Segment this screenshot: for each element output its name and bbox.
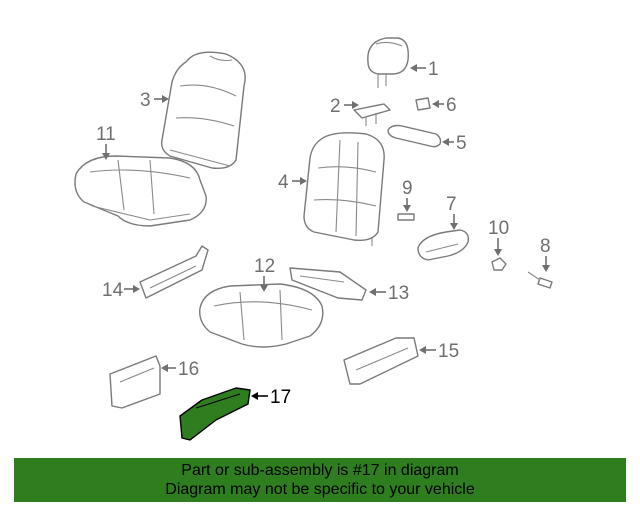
callout-12: 12 bbox=[254, 256, 275, 292]
part-5-trim[interactable] bbox=[387, 124, 442, 148]
callout-label-15: 15 bbox=[438, 341, 459, 362]
part-12-cushion-pad[interactable] bbox=[199, 283, 324, 348]
part-16-inner-cover[interactable] bbox=[109, 355, 161, 409]
callout-4: 4 bbox=[278, 172, 307, 193]
callout-label-17: 17 bbox=[270, 387, 291, 408]
callout-14: 14 bbox=[102, 280, 140, 301]
callout-label-10: 10 bbox=[488, 218, 509, 239]
part-13-bracket[interactable] bbox=[289, 267, 367, 301]
banner-line-1: Part or sub-assembly is #17 in diagram bbox=[181, 462, 459, 479]
callout-17: 17 bbox=[251, 387, 291, 408]
callout-label-7: 7 bbox=[446, 194, 457, 215]
callout-13: 13 bbox=[369, 283, 409, 304]
callout-15: 15 bbox=[419, 341, 459, 362]
callout-label-4: 4 bbox=[278, 172, 289, 193]
callout-2: 2 bbox=[330, 96, 359, 117]
callout-label-9: 9 bbox=[402, 178, 413, 199]
callout-label-16: 16 bbox=[178, 359, 199, 380]
part-6-clip[interactable] bbox=[415, 97, 431, 111]
part-2-headrest-guide[interactable] bbox=[353, 103, 391, 126]
callout-8: 8 bbox=[540, 236, 551, 272]
callout-10: 10 bbox=[488, 218, 509, 256]
part-3-seat-back[interactable] bbox=[160, 51, 246, 170]
callout-label-13: 13 bbox=[388, 283, 409, 304]
part-9-screw[interactable] bbox=[397, 213, 415, 221]
callout-11: 11 bbox=[96, 124, 116, 160]
part-17-highlighted-cover[interactable] bbox=[179, 387, 251, 441]
part-4-seatback-cover[interactable] bbox=[303, 132, 385, 246]
part-11-seat-cushion[interactable] bbox=[74, 155, 207, 227]
part-14-rail[interactable] bbox=[139, 245, 209, 299]
callout-1: 1 bbox=[410, 59, 439, 80]
part-8-bolt[interactable] bbox=[527, 271, 553, 289]
callout-label-6: 6 bbox=[446, 95, 457, 116]
callout-label-12: 12 bbox=[254, 256, 275, 277]
parts-diagram: 1 2 3 4 bbox=[74, 37, 553, 441]
callout-label-5: 5 bbox=[456, 133, 467, 154]
callout-label-8: 8 bbox=[540, 236, 551, 257]
info-banner: Part or sub-assembly is #17 in diagram D… bbox=[14, 458, 626, 502]
part-10-nut[interactable] bbox=[491, 257, 507, 271]
callout-7: 7 bbox=[446, 194, 458, 230]
callout-6: 6 bbox=[432, 95, 457, 116]
callout-3: 3 bbox=[140, 90, 169, 111]
callout-label-3: 3 bbox=[140, 90, 151, 111]
callout-9: 9 bbox=[402, 178, 413, 212]
callout-16: 16 bbox=[161, 359, 199, 380]
banner-line-2: Diagram may not be specific to your vehi… bbox=[165, 481, 475, 498]
part-7-armrest[interactable] bbox=[417, 229, 470, 261]
callout-5: 5 bbox=[442, 133, 467, 154]
callout-label-14: 14 bbox=[102, 280, 124, 301]
part-1-headrest[interactable] bbox=[367, 37, 409, 88]
part-15-outer-cover[interactable] bbox=[343, 337, 419, 385]
callout-label-2: 2 bbox=[330, 96, 341, 117]
callout-label-1: 1 bbox=[428, 59, 439, 80]
callout-label-11: 11 bbox=[96, 124, 116, 145]
